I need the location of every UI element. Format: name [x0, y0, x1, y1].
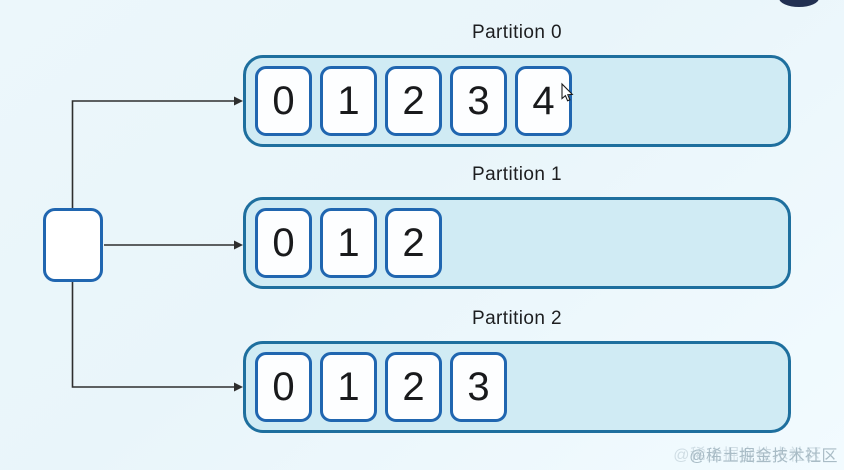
- arrowhead-icon: [234, 96, 243, 106]
- watermark-text: @稀土掘金技术社区: [689, 448, 838, 465]
- partition-0-container: 0 1 2 3 4: [243, 55, 791, 147]
- arrowhead-icon: [234, 240, 243, 250]
- partition-2-message-2: 2: [385, 352, 442, 422]
- partition-0-message-3: 3: [450, 66, 507, 136]
- partition-0-label: Partition 0: [472, 22, 562, 43]
- partition-2-message-3: 3: [450, 352, 507, 422]
- partition-2-label: Partition 2: [472, 308, 562, 329]
- partition-2-message-1: 1: [320, 352, 377, 422]
- partition-1-container: 0 1 2: [243, 197, 791, 289]
- connector-line-partition-0: [71, 100, 235, 208]
- source-node: [43, 208, 103, 282]
- top-edge-circle-fragment: [779, 0, 819, 7]
- partition-0-message-0: 0: [255, 66, 312, 136]
- watermark-ghost-text: @稀土掘金技术社区: [673, 447, 822, 464]
- partition-0-message-1: 1: [320, 66, 377, 136]
- arrowhead-icon: [234, 382, 243, 392]
- partition-1-message-2: 2: [385, 208, 442, 278]
- partition-group-1: Partition 1 0 1 2: [243, 162, 791, 289]
- partition-1-message-0: 0: [255, 208, 312, 278]
- partition-2-container: 0 1 2 3: [243, 341, 791, 433]
- partition-1-message-1: 1: [320, 208, 377, 278]
- partition-0-message-2: 2: [385, 66, 442, 136]
- partition-1-label: Partition 1: [472, 164, 562, 185]
- partition-0-message-4: 4: [515, 66, 572, 136]
- partition-2-message-0: 0: [255, 352, 312, 422]
- connector-line-partition-2: [71, 282, 235, 388]
- partition-group-0: Partition 0 0 1 2 3 4: [243, 20, 791, 147]
- partition-group-2: Partition 2 0 1 2 3: [243, 306, 791, 433]
